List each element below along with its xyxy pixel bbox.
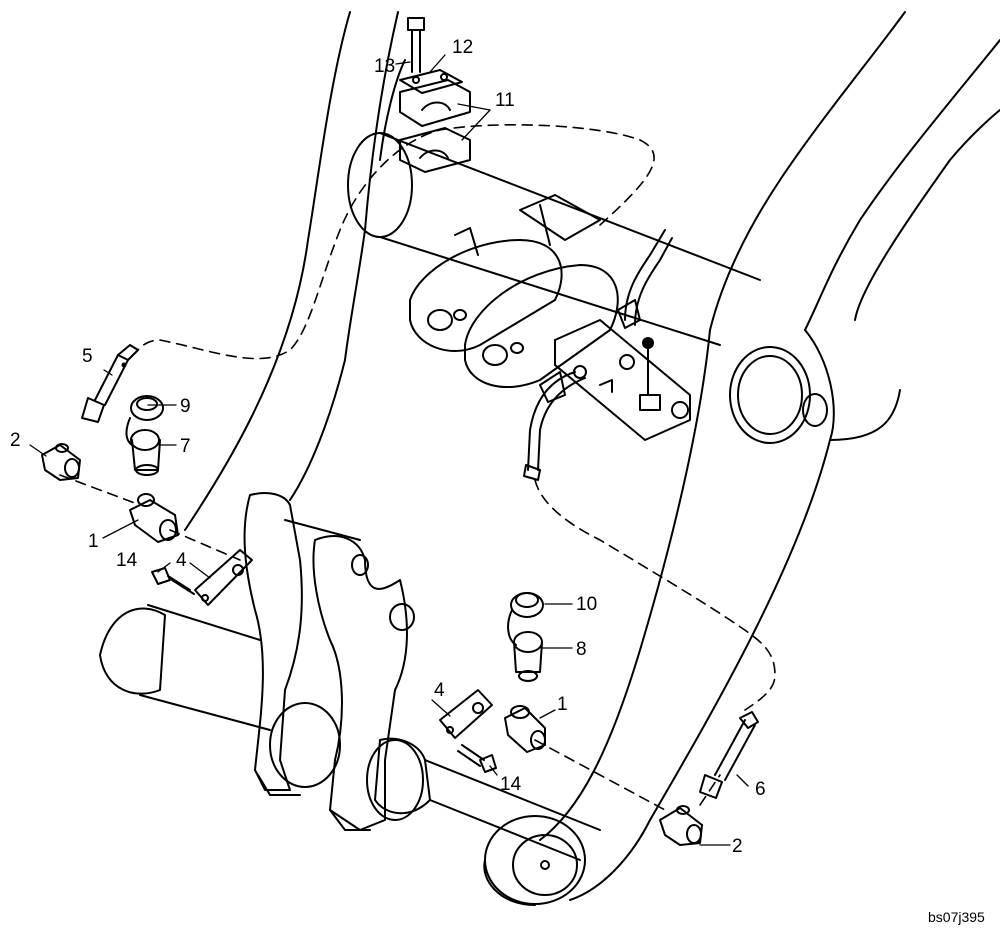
callout-13: 13 (374, 56, 395, 77)
callout-12: 12 (452, 37, 473, 58)
mount-bracket-upper (409, 194, 619, 389)
leader-lines (29, 54, 749, 846)
callout-5: 5 (82, 346, 93, 367)
callout-2-left: 2 (10, 430, 21, 451)
callout-8: 8 (576, 639, 587, 660)
hose-upper-right (617, 229, 673, 329)
callout-10: 10 (576, 594, 597, 615)
arm-pivot-bore (729, 346, 828, 444)
callout-2-right: 2 (732, 836, 743, 857)
callout-11: 11 (495, 90, 515, 111)
callout-9: 9 (180, 396, 191, 417)
callout-4-right: 4 (434, 680, 445, 701)
tee-fitting-1-left (129, 493, 179, 543)
callout-labels: 13 12 11 5 9 7 2 1 14 4 10 8 4 1 14 6 2 … (10, 37, 985, 925)
cross-tube-upper (347, 132, 761, 346)
coupler-8 (513, 631, 543, 682)
hose-assembly-5 (81, 344, 139, 423)
dust-cap-10 (507, 592, 544, 646)
boom-arm-left (184, 11, 406, 531)
callout-14-left: 14 (116, 550, 138, 571)
hose-lower-valve (523, 371, 586, 481)
elbow-fitting-2-right (659, 805, 703, 846)
coupler-7 (130, 429, 161, 476)
cross-tube-lower (99, 604, 601, 861)
callout-4-left: 4 (176, 550, 187, 571)
mount-plate-4-right (439, 689, 493, 739)
bolt-14-right (457, 744, 497, 773)
dust-cap-9 (125, 395, 164, 446)
callout-1-left: 1 (88, 531, 99, 552)
boom-arm-right (539, 11, 1000, 901)
arm-lower-pivot (483, 815, 586, 906)
attachment-lugs (243, 492, 415, 831)
drawing-reference-code: bs07j395 (928, 909, 985, 925)
hose-assembly-6 (699, 711, 759, 799)
clamp-halves-11 (399, 79, 471, 173)
callout-1-right: 1 (557, 694, 568, 715)
mount-plate-4-left (194, 549, 253, 606)
tee-fitting-1-right (504, 705, 546, 753)
bolt-13 (407, 17, 425, 73)
valve-block (554, 319, 691, 441)
callout-6: 6 (755, 779, 766, 800)
elbow-fitting-2-left (41, 443, 81, 481)
hose-routing-dashes (59, 124, 776, 811)
callout-7: 7 (180, 436, 191, 457)
callout-14-right: 14 (500, 774, 522, 795)
